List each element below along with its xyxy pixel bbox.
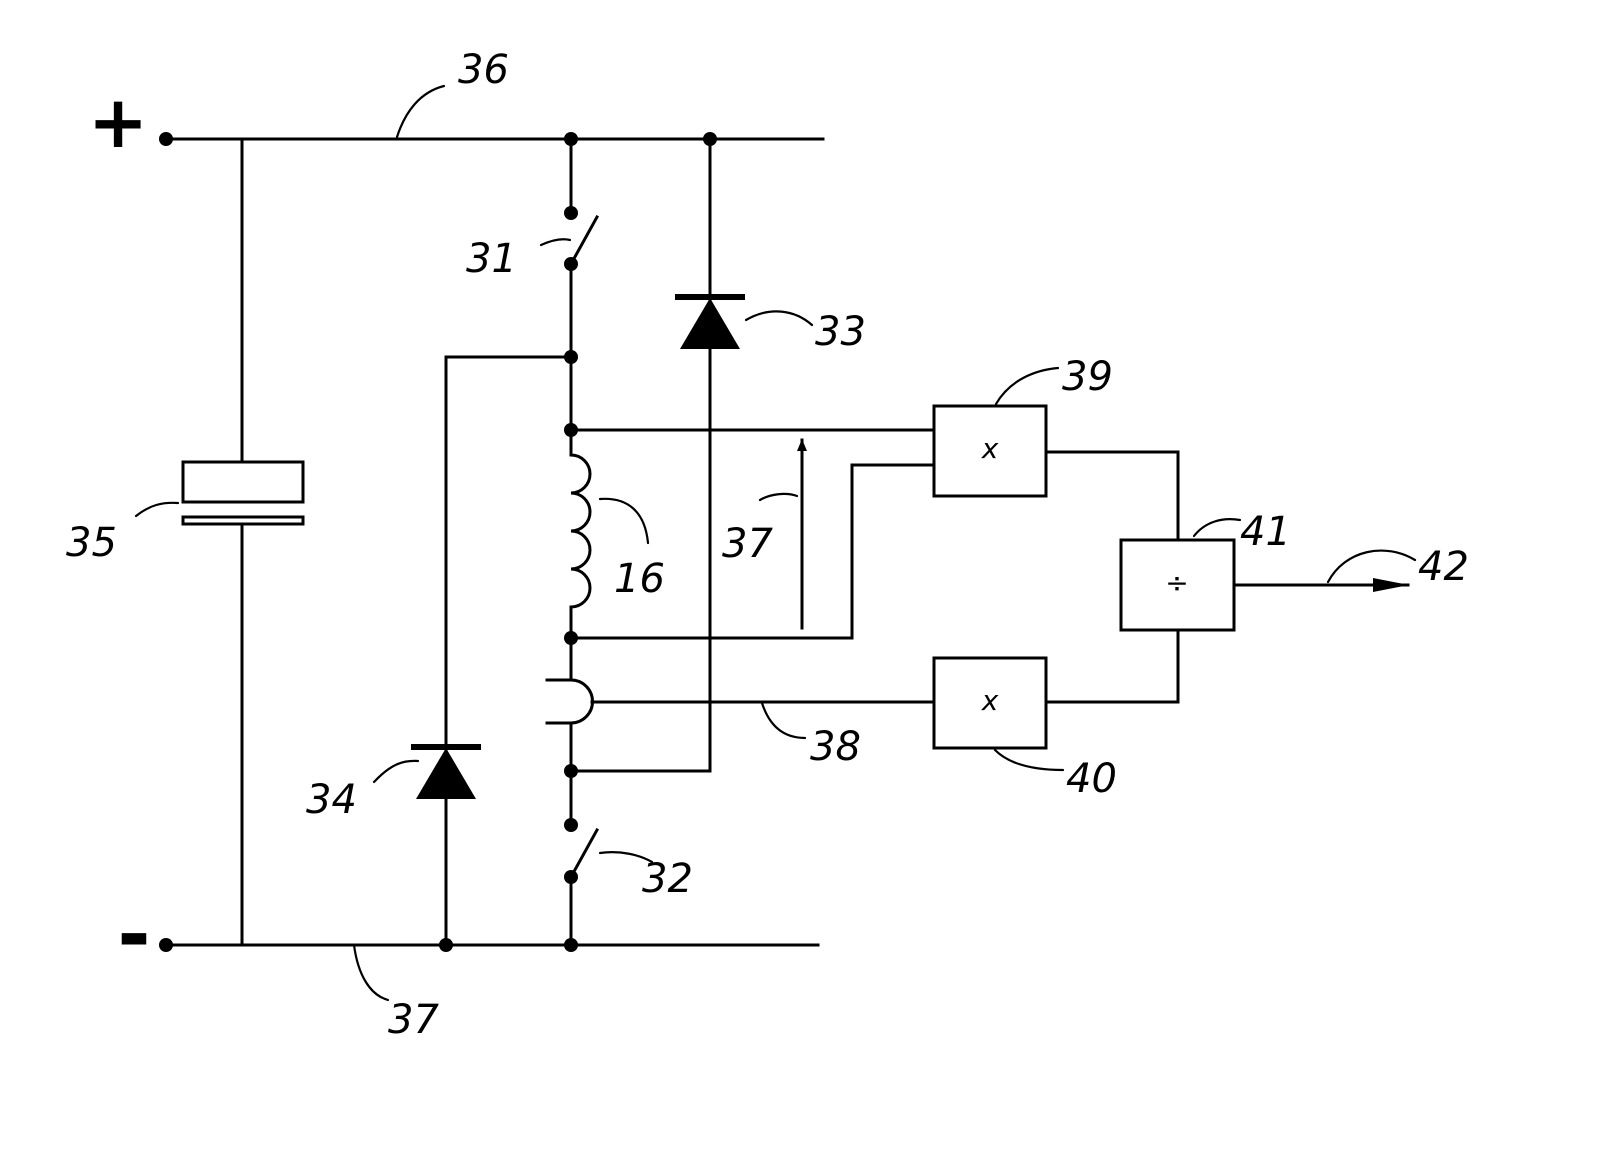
label-41: 41 — [1240, 509, 1291, 555]
leader-lines — [136, 86, 1415, 1000]
label-35: 35 — [66, 520, 117, 566]
diode-33 — [571, 132, 742, 771]
negative-terminal-sign: - — [117, 888, 150, 981]
label-16: 16 — [614, 556, 665, 602]
capacitor-35 — [183, 139, 303, 945]
multiplier-39-to-divider-wire — [1046, 452, 1178, 540]
label-33: 33 — [815, 309, 866, 355]
multiplier-39-symbol: x — [981, 432, 999, 465]
label-37-rail: 37 — [388, 997, 439, 1043]
diode-34 — [414, 357, 571, 952]
coil-16 — [571, 430, 590, 638]
label-40: 40 — [1066, 756, 1117, 802]
switch-32 — [571, 830, 597, 877]
multiplier-40-to-divider-wire — [1046, 630, 1178, 702]
label-42: 42 — [1418, 544, 1469, 590]
label-34: 34 — [306, 777, 357, 823]
label-32: 32 — [642, 856, 693, 902]
multiplier-40-symbol: x — [981, 684, 999, 717]
label-39: 39 — [1062, 354, 1113, 400]
label-38: 38 — [810, 724, 861, 770]
label-31: 31 — [466, 236, 517, 282]
switch-31 — [571, 217, 597, 264]
current-sensor-38 — [547, 680, 934, 723]
positive-terminal-sign: + — [88, 80, 148, 164]
label-37-voltage: 37 — [722, 521, 773, 567]
divider-41-symbol: ÷ — [1165, 566, 1188, 599]
label-36: 36 — [458, 47, 509, 93]
